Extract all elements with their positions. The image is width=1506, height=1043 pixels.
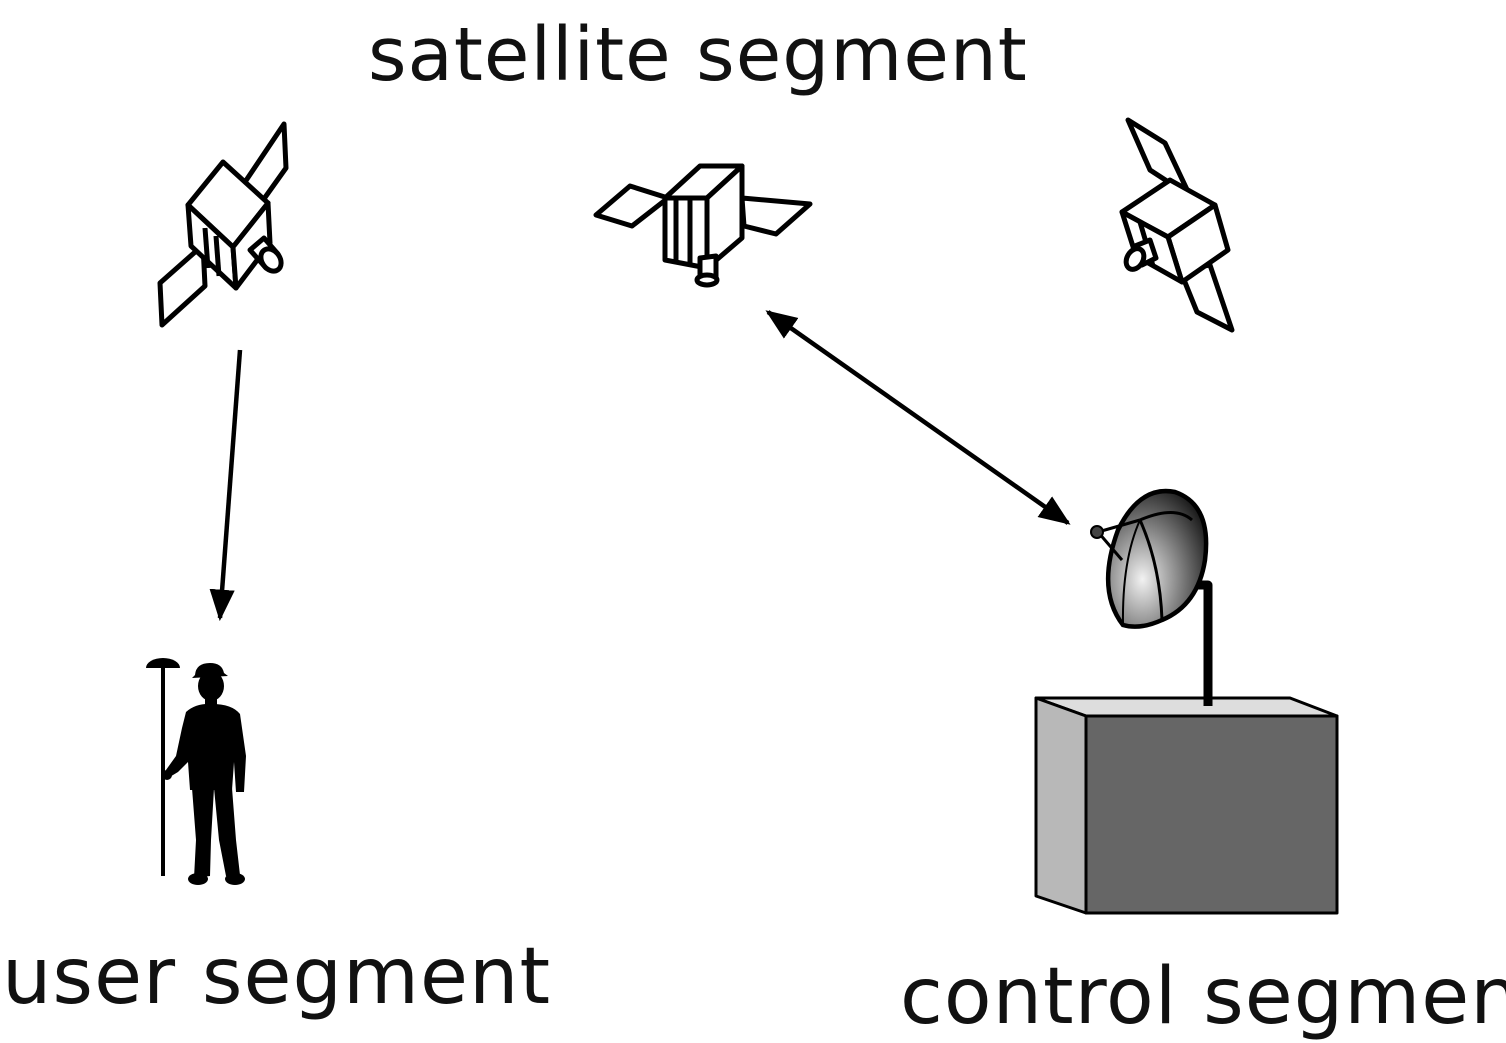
downlink-arrow (209, 349, 243, 622)
satellite-center-icon (593, 163, 813, 288)
satellite-segment-label: satellite segment (368, 12, 1028, 98)
control-station-box-icon (1034, 696, 1339, 915)
control-segment-label: control segment (900, 952, 1506, 1042)
user-segment-label: user segment (2, 932, 552, 1022)
uplink-downlink-arrow (765, 310, 1071, 525)
satellite-left-icon (157, 121, 289, 328)
dish-antenna-icon (1090, 488, 1213, 706)
satellite-right-icon (1119, 117, 1235, 333)
surveyor-person-icon (162, 663, 246, 885)
